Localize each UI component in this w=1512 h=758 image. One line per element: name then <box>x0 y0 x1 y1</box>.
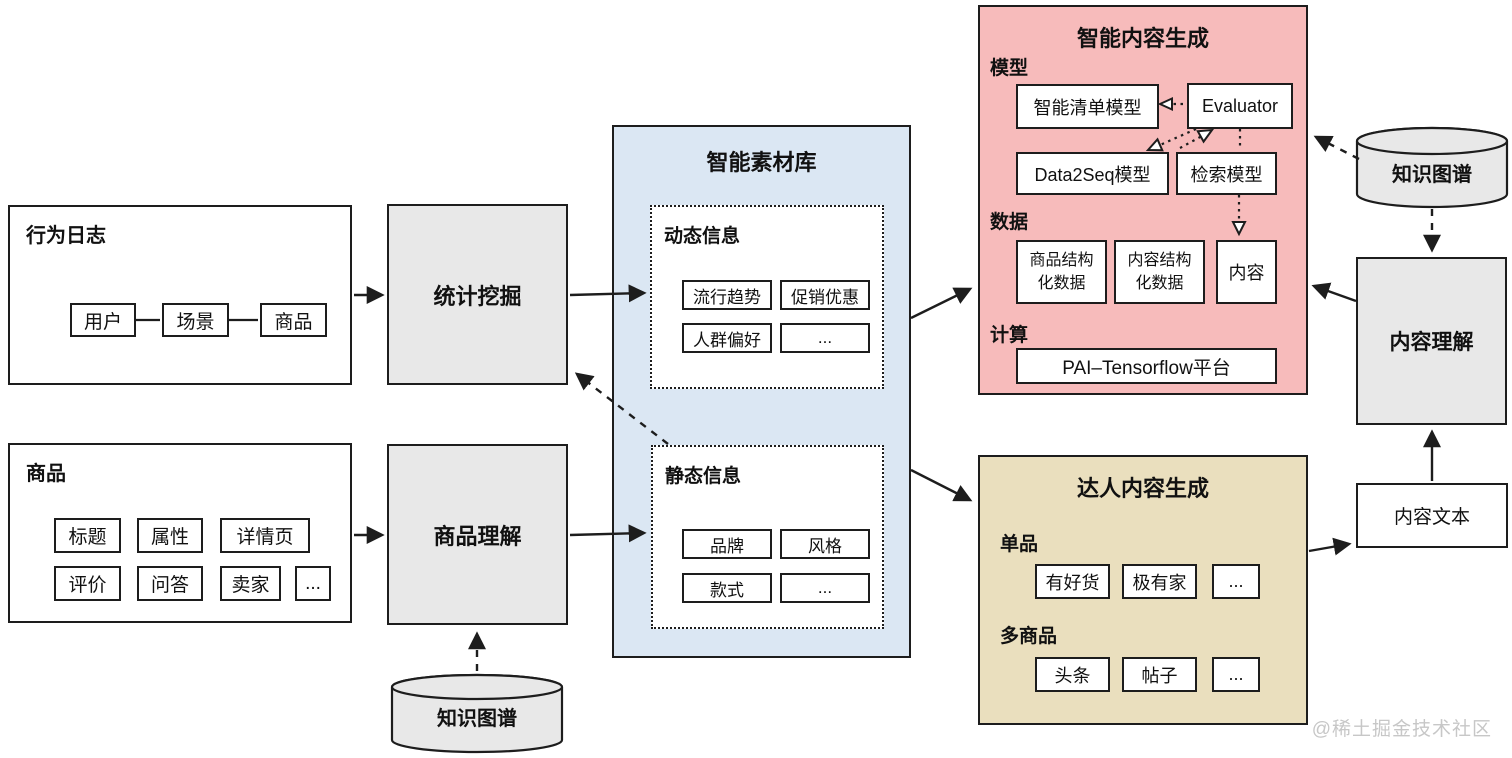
single-item-label: 单品 <box>1000 534 1039 555</box>
arrow-understanding-to-contentgen <box>1311 282 1357 303</box>
node-product-more: ... <box>295 566 331 601</box>
compute-section-label: 计算 <box>990 325 1029 346</box>
node-promotion: 促销优惠 <box>780 280 870 310</box>
arrow-library-to-expertgen <box>910 468 973 502</box>
arrow-library-to-contentgen <box>910 287 973 320</box>
content-text-label: 内容文本 <box>1393 507 1470 528</box>
node-review: 评价 <box>54 566 121 601</box>
node-multi-more: ... <box>1212 657 1260 692</box>
node-qa: 问答 <box>137 566 203 601</box>
node-user: 用户 <box>70 303 136 337</box>
material-library-title: 智能素材库 <box>706 150 817 175</box>
node-product-structured-data: 商品结构化数据 <box>1016 240 1107 304</box>
arrow-expertgen-to-contenttext <box>1308 537 1352 556</box>
stat-mining-box: 统计挖掘 <box>387 204 568 385</box>
content-generation-title: 智能内容生成 <box>1076 26 1209 51</box>
node-pai-tensorflow-platform: PAI–Tensorflow平台 <box>1016 348 1277 384</box>
content-understanding-box: 内容理解 <box>1356 257 1507 425</box>
node-item-title: 标题 <box>54 518 121 553</box>
material-library-panel: 智能素材库 动态信息 流行趋势 促销优惠 人群偏好 ... 静态信息 品牌 风格… <box>612 125 911 658</box>
product-understanding-label: 商品理解 <box>433 523 522 549</box>
content-text-box: 内容文本 <box>1356 483 1508 548</box>
node-youhaohuo: 有好货 <box>1035 564 1110 599</box>
node-content-structured-data: 内容结构化数据 <box>1114 240 1205 304</box>
kg-right-label: 知识图谱 <box>1392 164 1472 186</box>
node-model-type: 款式 <box>682 573 772 603</box>
content-generation-panel: 智能内容生成 模型 智能清单模型 Evaluator Data2Seq模型 检索… <box>978 5 1308 395</box>
static-info-group: 静态信息 品牌 风格 款式 ... <box>651 445 884 629</box>
dynamic-info-group: 动态信息 流行趋势 促销优惠 人群偏好 ... <box>650 205 884 389</box>
node-style: 风格 <box>780 529 870 559</box>
node-dynamic-more: ... <box>780 323 870 353</box>
node-attribute: 属性 <box>137 518 203 553</box>
dynamic-info-label: 动态信息 <box>664 226 741 247</box>
kg-bottom-label: 知识图谱 <box>437 708 517 730</box>
node-retrieval-model: 检索模型 <box>1176 152 1277 195</box>
expert-generation-panel: 达人内容生成 单品 有好货 极有家 ... 多商品 头条 帖子 ... <box>978 455 1308 725</box>
node-evaluator: Evaluator <box>1187 83 1293 129</box>
node-data2seq-model: Data2Seq模型 <box>1016 152 1169 195</box>
product-understanding-box: 商品理解 <box>387 444 568 625</box>
node-static-more: ... <box>780 573 870 603</box>
node-smart-list-model: 智能清单模型 <box>1016 84 1159 129</box>
node-seller: 卖家 <box>220 566 281 601</box>
data-section-label: 数据 <box>990 212 1029 233</box>
node-tiezi: 帖子 <box>1122 657 1197 692</box>
node-item: 商品 <box>260 303 327 337</box>
arrow-kgright-to-contentgen <box>1313 135 1360 161</box>
node-single-more: ... <box>1212 564 1260 599</box>
node-crowd-preference: 人群偏好 <box>682 323 772 353</box>
content-understanding-label: 内容理解 <box>1389 331 1474 354</box>
node-content: 内容 <box>1216 240 1277 304</box>
node-scene: 场景 <box>162 303 229 337</box>
static-info-label: 静态信息 <box>665 466 742 487</box>
behavior-log-title: 行为日志 <box>26 225 106 247</box>
node-detail-page: 详情页 <box>220 518 310 553</box>
multi-item-label: 多商品 <box>1000 626 1058 647</box>
node-trend: 流行趋势 <box>682 280 772 310</box>
node-toutiao: 头条 <box>1035 657 1110 692</box>
model-section-label: 模型 <box>990 58 1029 79</box>
stat-mining-label: 统计挖掘 <box>433 283 522 309</box>
product-title: 商品 <box>26 463 66 485</box>
node-brand: 品牌 <box>682 529 772 559</box>
product-panel: 商品 标题 属性 详情页 评价 问答 卖家 ... <box>8 443 352 623</box>
node-jiyoujia: 极有家 <box>1122 564 1197 599</box>
behavior-log-panel: 行为日志 用户 场景 商品 <box>8 205 352 385</box>
watermark: @稀土掘金技术社区 <box>1311 719 1492 740</box>
expert-generation-title: 达人内容生成 <box>1076 476 1209 501</box>
